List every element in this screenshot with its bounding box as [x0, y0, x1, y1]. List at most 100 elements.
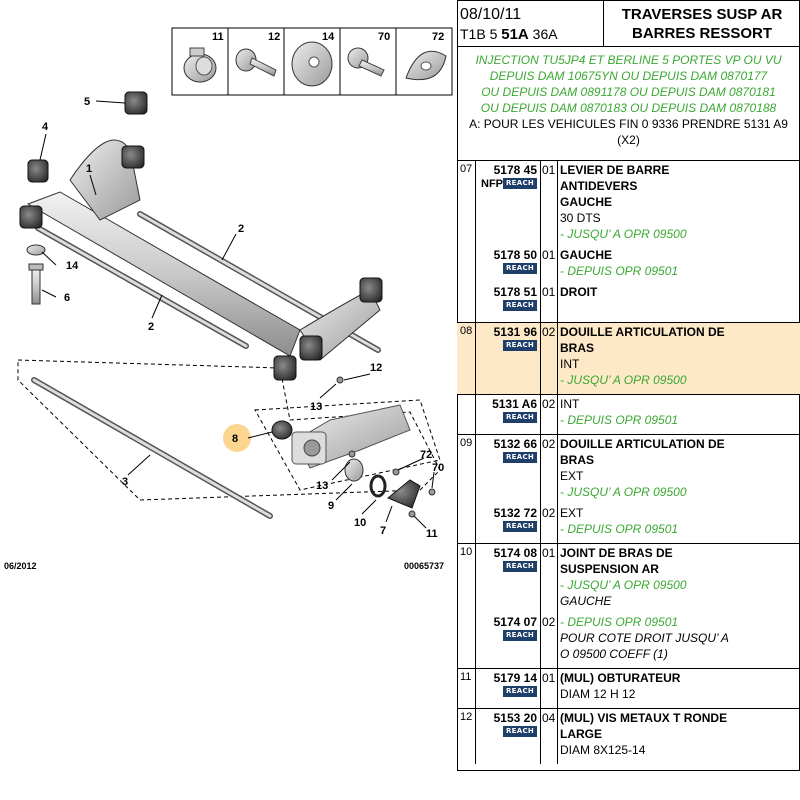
description-line: LARGE [560, 727, 602, 741]
part-reference[interactable]: 5179 14 [493, 671, 537, 685]
description-line: INT [560, 397, 580, 411]
part-reference[interactable]: 5131 96 [493, 325, 537, 339]
column-divider [557, 395, 558, 434]
part-reference[interactable]: 5178 45 [493, 163, 537, 177]
header-right: TRAVERSES SUSP AR BARRES RESSORT [605, 1, 799, 47]
part-reference[interactable]: 5153 20 [493, 711, 537, 725]
legend-11: 11 [212, 31, 224, 43]
bolt-6 [26, 244, 46, 305]
bolt-icon [347, 47, 385, 77]
description-line: - DEPUIS OPR 09501 [560, 522, 679, 536]
header-date: 08/10/11 [460, 6, 522, 23]
reach-badge: REACH [503, 340, 537, 351]
description-line: - DEPUIS OPR 09501 [560, 413, 679, 427]
header-title-line1: TRAVERSES SUSP AR [621, 6, 783, 23]
description-line: BRAS [560, 453, 595, 467]
section-number: 08 [460, 325, 473, 337]
callout-2-lower: 2 [148, 321, 154, 333]
column-divider [540, 323, 541, 394]
note-line: (X2) [617, 133, 640, 147]
part-description: INT - DEPUIS OPR 09501 [560, 396, 798, 428]
reach-badge: REACH [503, 452, 537, 463]
description-line: INT [560, 357, 580, 371]
column-divider [540, 161, 541, 322]
section-number: 10 [460, 546, 473, 558]
column-divider [475, 323, 476, 394]
part-reference[interactable]: 5174 07 [493, 615, 537, 629]
part-reference[interactable]: 5174 08 [493, 546, 537, 560]
application-notes: INJECTION TU5JP4 ET BERLINE 5 PORTES VP … [457, 52, 800, 148]
reach-badge: REACH [503, 561, 537, 572]
description-line: POUR COTE DROIT JUSQU’ A [560, 631, 729, 645]
description-line: 30 DTS [560, 211, 601, 225]
description-line: BRAS [560, 341, 595, 355]
description-line: - JUSQU’ A OPR 09500 [560, 227, 687, 241]
callout-8: 8 [232, 433, 238, 445]
description-line: ANTIDEVERS [560, 179, 638, 193]
description-line: (MUL) OBTURATEUR [560, 671, 681, 685]
callout-11: 11 [426, 528, 438, 540]
reach-badge: REACH [503, 686, 537, 697]
part-quantity: 02 [542, 615, 556, 629]
note-green-line: OU DEPUIS DAM 0891178 OU DEPUIS DAM 0870… [481, 85, 776, 99]
part-reference[interactable]: 5178 51 [493, 285, 537, 299]
description-line: (MUL) VIS METAUX T RONDE [560, 711, 728, 725]
description-line: GAUCHE [560, 195, 613, 209]
section-number: 11 [460, 671, 472, 683]
header-title-line2: BARRES RESSORT [631, 25, 773, 42]
column-divider [475, 669, 476, 708]
description-line: O 09500 COEFF (1) [560, 647, 668, 661]
part-quantity: 02 [542, 506, 556, 520]
reach-badge: REACH [503, 726, 537, 737]
part-quantity: 01 [542, 163, 556, 177]
part-reference[interactable]: 5132 66 [493, 437, 537, 451]
column-divider [540, 544, 541, 668]
curved-washer-icon [405, 50, 447, 81]
header-code: T1B 5 51A 36A [460, 24, 603, 45]
callout-3: 3 [122, 476, 128, 488]
part-reference[interactable]: 5178 50 [493, 248, 537, 262]
part-quantity: 04 [542, 711, 556, 725]
reach-badge: REACH [503, 300, 537, 311]
part-reference[interactable]: 5131 A6 [492, 397, 537, 411]
part-description: LEVIER DE BARRE ANTIDEVERS GAUCHE 30 DTS - J… [560, 162, 798, 242]
part-quantity: 02 [542, 397, 556, 411]
legend-14: 14 [322, 31, 335, 43]
reach-badge: REACH [503, 263, 537, 274]
column-divider [557, 435, 558, 543]
note-line: A: POUR LES VEHICULES FIN 0 9336 PRENDRE… [469, 117, 788, 131]
part-reference[interactable]: 5132 72 [493, 506, 537, 520]
legend-70: 70 [378, 31, 390, 43]
suspension-arm [271, 376, 436, 518]
description-line: LEVIER DE BARRE [560, 163, 670, 177]
legend-12: 12 [268, 31, 280, 43]
callout-13-upper: 13 [310, 401, 322, 413]
hardware-legend [171, 27, 453, 96]
nfp-flag: NFP [481, 178, 503, 190]
diagram-drawing: 5 4 1 2 2 14 6 3 12 13 8 13 9 10 7 11 72… [4, 27, 453, 571]
description-line: EXT [560, 469, 584, 483]
torsion-bars [31, 211, 381, 519]
callout-9: 9 [328, 500, 334, 512]
screw-icon [235, 48, 277, 77]
description-line: - DEPUIS OPR 09501 [560, 264, 679, 278]
description-line: DOUILLE ARTICULATION DE [560, 325, 725, 339]
callout-70: 70 [432, 462, 444, 474]
